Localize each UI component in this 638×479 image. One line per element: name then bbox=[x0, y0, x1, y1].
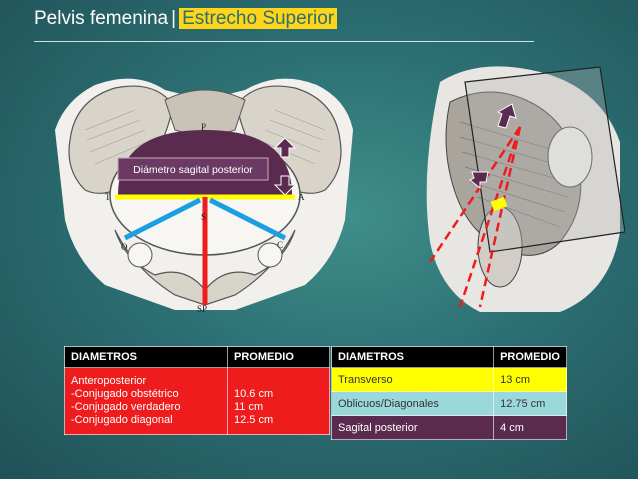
dashed-line-1 bbox=[458, 126, 522, 308]
point-p: P bbox=[201, 122, 206, 132]
header-promedio: PROMEDIO bbox=[227, 346, 330, 368]
diametro-cell: Oblicuos/Diagonales bbox=[330, 391, 495, 416]
slide-title: Pelvis femenina|Estrecho Superior bbox=[34, 8, 338, 30]
purple-arrow-up-icon bbox=[496, 103, 517, 129]
title-separator: | bbox=[171, 8, 177, 29]
point-o: O bbox=[121, 242, 128, 252]
promedios-cell: 10.6 cm 11 cm 12.5 cm bbox=[227, 367, 330, 435]
diametro-cell: Transverso bbox=[330, 367, 495, 392]
table-row: Sagital posterior 4 cm bbox=[330, 415, 567, 440]
table-row: Transverso 13 cm bbox=[330, 367, 567, 392]
dashed-line-2 bbox=[478, 126, 522, 308]
banner-label: Diámetro sagital posterior bbox=[133, 164, 253, 176]
diametro-cell: Sagital posterior bbox=[330, 415, 495, 440]
sciatic-notch bbox=[547, 126, 593, 188]
sagittal-banner bbox=[117, 157, 269, 181]
promedio-line: 11 cm bbox=[234, 401, 264, 413]
pelvis-front-figure: Diámetro sagital posterior P T A O C S S… bbox=[55, 78, 353, 314]
oblique-diameter-right bbox=[208, 197, 287, 241]
table-row: Anteroposterior -Conjugado obstétrico -C… bbox=[64, 367, 330, 435]
point-s: S bbox=[201, 212, 206, 222]
diametros-table-left: DIAMETROS PROMEDIO Anteroposterior -Conj… bbox=[64, 346, 330, 435]
diametro-line: -Conjugado verdadero bbox=[71, 401, 181, 413]
promedio-line bbox=[234, 375, 323, 388]
point-sp: SP bbox=[197, 304, 207, 314]
diametros-table-right: DIAMETROS PROMEDIO Transverso 13 cm Obli… bbox=[330, 346, 567, 440]
title-main: Pelvis femenina bbox=[34, 8, 169, 29]
point-a: A bbox=[298, 192, 305, 202]
point-t: T bbox=[105, 192, 111, 202]
promedio-line: 10.6 cm bbox=[234, 388, 274, 400]
diametros-cell: Anteroposterior -Conjugado obstétrico -C… bbox=[64, 367, 228, 435]
diametro-line: Anteroposterior bbox=[71, 375, 147, 387]
down-arrow-icon bbox=[273, 175, 297, 196]
promedio-cell: 4 cm bbox=[493, 415, 567, 440]
inlet-plane-box bbox=[464, 66, 625, 253]
up-arrow-icon bbox=[273, 137, 297, 158]
promedio-line: 12.5 cm bbox=[234, 414, 274, 426]
promedio-cell: 12.75 cm bbox=[493, 391, 567, 416]
header-promedio: PROMEDIO bbox=[493, 346, 567, 368]
yellow-mark bbox=[490, 196, 508, 212]
purple-arrow-down-icon bbox=[469, 171, 489, 190]
point-c: C bbox=[277, 240, 283, 250]
diametro-line: -Conjugado diagonal bbox=[71, 414, 173, 426]
title-underline bbox=[34, 41, 534, 42]
diametro-line: -Conjugado obstétrico bbox=[71, 388, 179, 400]
oblique-diameter-left bbox=[123, 197, 202, 241]
title-highlight: Estrecho Superior bbox=[179, 8, 338, 29]
header-diametros: DIAMETROS bbox=[330, 346, 495, 368]
table-row: Oblicuos/Diagonales 12.75 cm bbox=[330, 391, 567, 416]
pelvis-lateral-figure bbox=[426, 66, 625, 312]
header-diametros: DIAMETROS bbox=[64, 346, 228, 368]
promedio-cell: 13 cm bbox=[493, 367, 567, 392]
left-foramen bbox=[127, 242, 153, 268]
right-foramen bbox=[257, 242, 283, 268]
